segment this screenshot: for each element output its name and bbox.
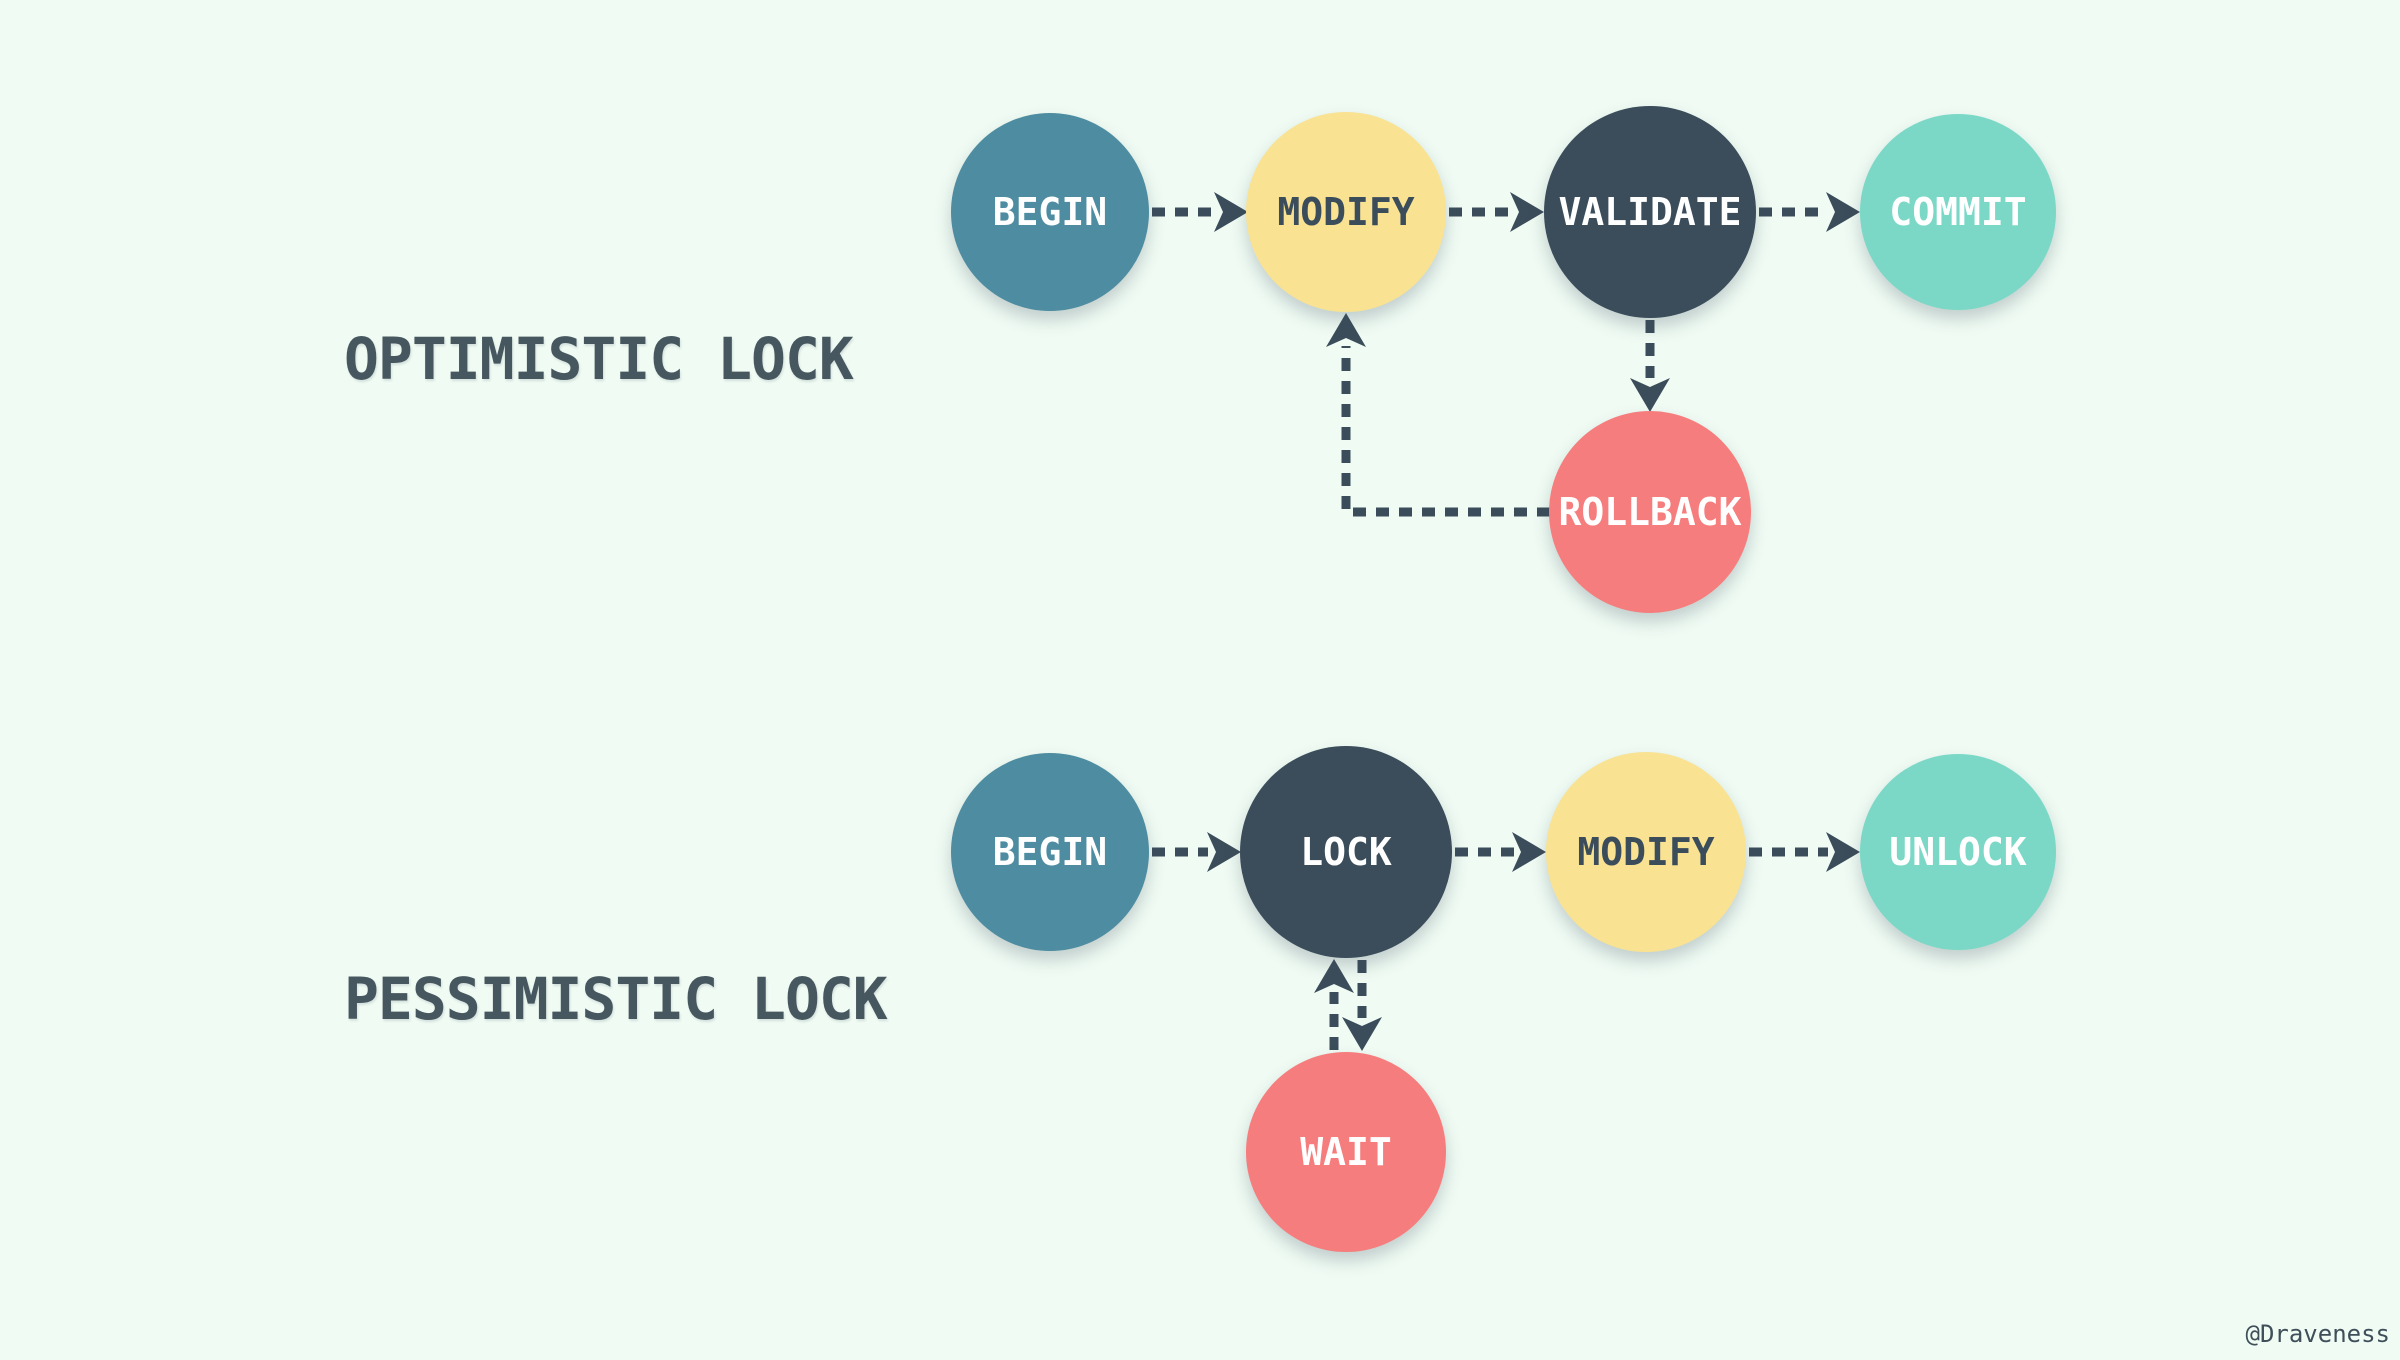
- edge-begin-lock-arrowhead: [1207, 832, 1241, 872]
- node-pessimistic-modify-label: MODIFY: [1577, 830, 1715, 874]
- edge-modify-unlock-arrowhead: [1826, 832, 1860, 872]
- node-optimistic-modify-label: MODIFY: [1277, 190, 1415, 234]
- edge-modify-validate-arrowhead: [1510, 192, 1544, 232]
- node-optimistic-validate: VALIDATE: [1544, 106, 1756, 318]
- node-optimistic-modify: MODIFY: [1246, 112, 1446, 312]
- node-optimistic-begin-label: BEGIN: [992, 190, 1108, 234]
- node-pessimistic-modify: MODIFY: [1546, 752, 1746, 952]
- edge-begin-modify-arrowhead: [1214, 192, 1248, 232]
- title-pessimistic-lock: PESSIMISTIC LOCK: [344, 965, 888, 1033]
- node-pessimistic-wait-label: WAIT: [1300, 1130, 1392, 1174]
- edge-lock-modify-arrowhead: [1512, 832, 1546, 872]
- title-optimistic-lock: OPTIMISTIC LOCK: [344, 325, 854, 393]
- node-pessimistic-lock-label: LOCK: [1300, 830, 1392, 874]
- node-pessimistic-unlock-label: UNLOCK: [1889, 830, 2027, 874]
- edge-wait-lock-arrowhead: [1314, 959, 1354, 993]
- node-optimistic-validate-label: VALIDATE: [1558, 190, 1742, 234]
- node-optimistic-rollback-label: ROLLBACK: [1558, 490, 1742, 534]
- node-pessimistic-begin-label: BEGIN: [992, 830, 1108, 874]
- node-pessimistic-unlock: UNLOCK: [1860, 754, 2056, 950]
- edge-validate-rollback-arrowhead: [1630, 378, 1670, 412]
- node-pessimistic-begin: BEGIN: [951, 753, 1149, 951]
- edge-rollback-modify-line: [1341, 346, 1550, 517]
- node-pessimistic-wait: WAIT: [1246, 1052, 1446, 1252]
- watermark-draveness: @Draveness: [2245, 1320, 2391, 1348]
- node-optimistic-commit-label: COMMIT: [1889, 190, 2027, 234]
- edge-lock-wait-arrowhead: [1342, 1017, 1382, 1051]
- node-optimistic-rollback: ROLLBACK: [1549, 411, 1751, 613]
- edge-validate-commit-arrowhead: [1826, 192, 1860, 232]
- node-pessimistic-lock: LOCK: [1240, 746, 1452, 958]
- node-optimistic-begin: BEGIN: [951, 113, 1149, 311]
- edge-rollback-modify-arrowhead: [1326, 313, 1366, 347]
- node-optimistic-commit: COMMIT: [1860, 114, 2056, 310]
